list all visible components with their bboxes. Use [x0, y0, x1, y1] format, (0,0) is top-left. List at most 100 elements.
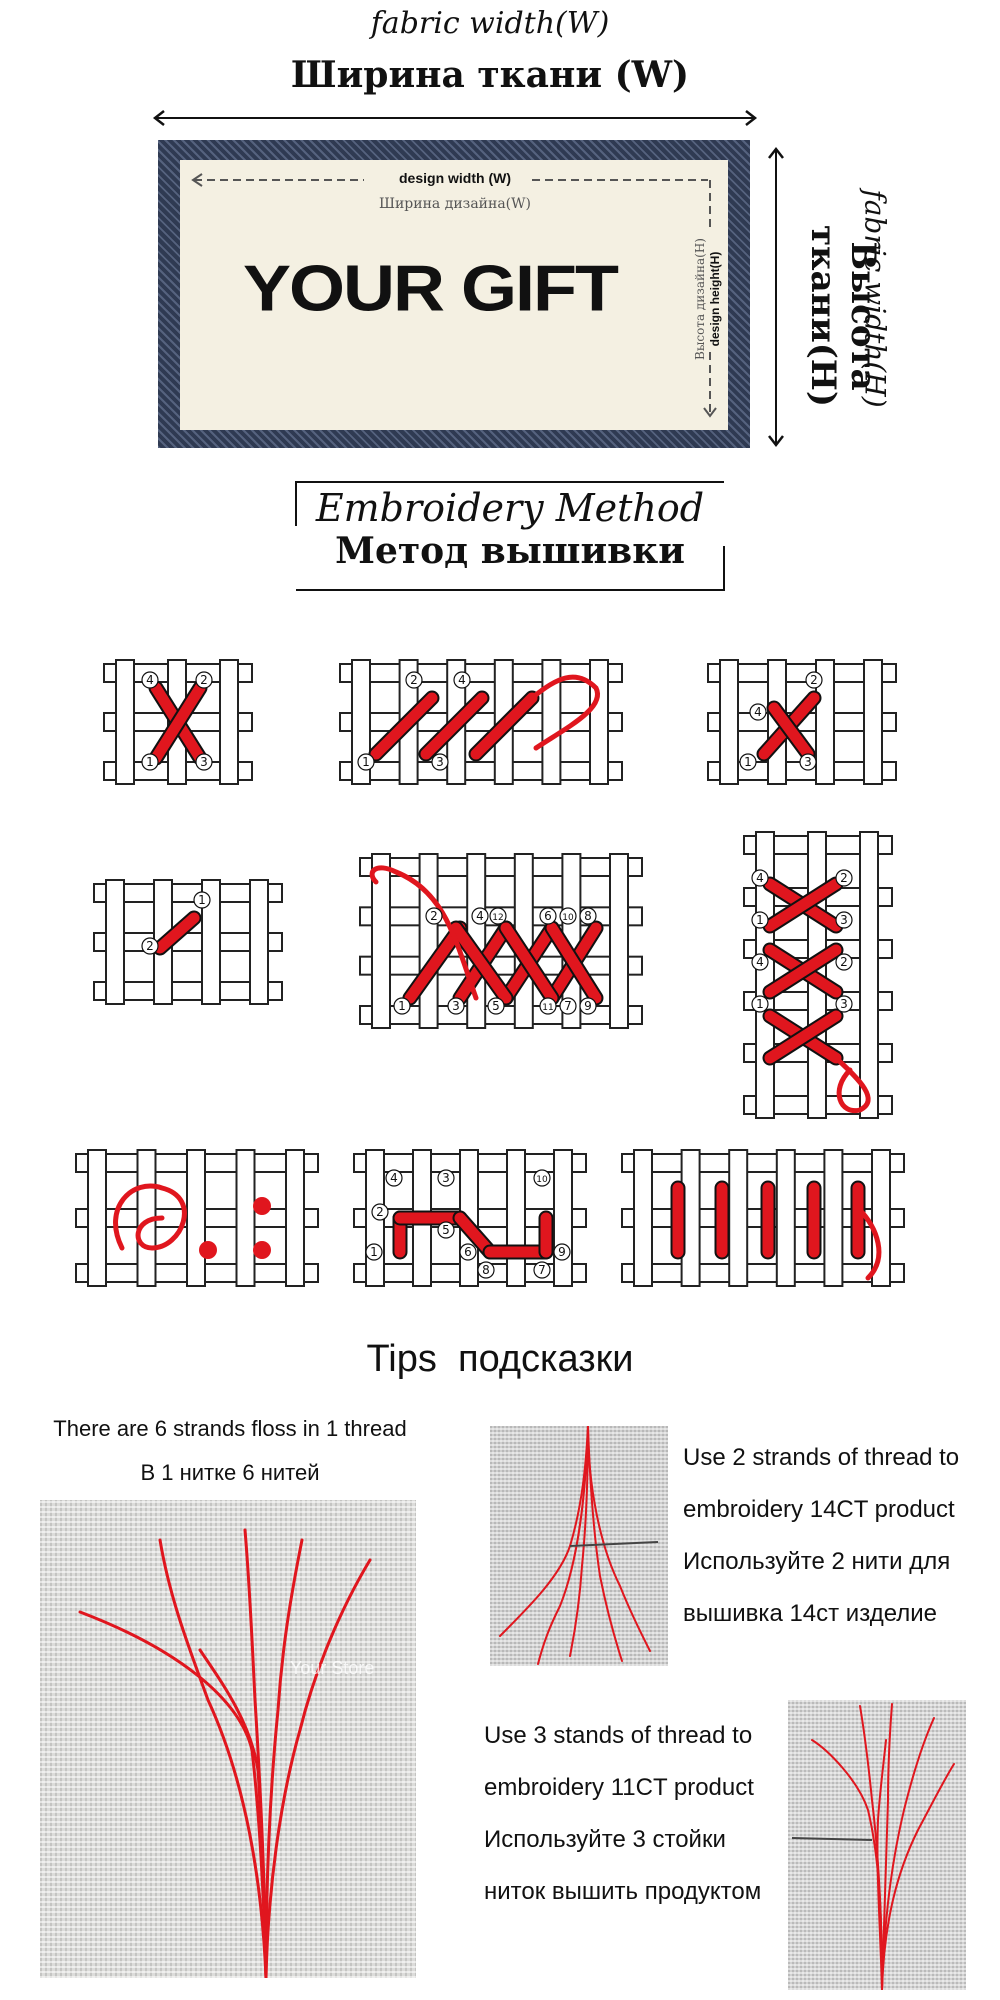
- stitch-diagram-7: [75, 1149, 319, 1287]
- step-number: 6: [464, 1245, 472, 1259]
- step-number-circle: [195, 753, 213, 771]
- step-number-circle: [141, 937, 159, 955]
- step-number-circle: [141, 753, 159, 771]
- fabric-width-ru: Ширина ткани (W): [290, 54, 690, 96]
- stitch: [150, 682, 206, 764]
- tip-2-line3: Используйте 2 нити для: [683, 1548, 951, 1575]
- step-number-circle: [579, 997, 597, 1015]
- step-number-circle: [539, 997, 557, 1015]
- step-number-circle: [553, 1243, 571, 1261]
- step-number: 8: [482, 1263, 490, 1277]
- step-number-circle: [405, 671, 423, 689]
- fabric-weft-bar: [621, 1153, 905, 1173]
- step-number-circle: [739, 753, 757, 771]
- step-number: 11: [542, 1003, 553, 1013]
- step-number: 2: [200, 673, 208, 687]
- fabric-warp-bar: [87, 1149, 107, 1287]
- stitch: [500, 922, 558, 1004]
- fabric-warp-bar: [249, 879, 269, 1005]
- thread-photo-2-strands: [490, 1426, 668, 1666]
- stitch: [420, 692, 488, 760]
- step-number-circle: [371, 1203, 389, 1221]
- stitch: [154, 912, 200, 954]
- fabric-warp-bar: [351, 659, 371, 785]
- step-number: 7: [564, 999, 572, 1013]
- step-number: 3: [436, 755, 444, 769]
- loose-thread: [369, 865, 479, 1001]
- step-number: 8: [584, 909, 592, 923]
- fabric-warp-bar: [219, 659, 239, 785]
- step-number-circle: [357, 753, 375, 771]
- fabric-warp-bar: [719, 659, 739, 785]
- fabric-width-en: fabric width(W): [370, 6, 610, 41]
- step-number: 2: [430, 909, 438, 923]
- step-number-circle: [559, 907, 577, 925]
- fabric-warp-bar: [201, 879, 221, 1005]
- method-title-frame: [295, 481, 725, 591]
- fabric-warp-bar: [371, 853, 391, 1029]
- tip-2-strands: Use 2 strands of thread to embroidery 14…: [683, 1432, 993, 1640]
- stitch: [454, 1212, 496, 1258]
- thread-photo-3-strands: [788, 1700, 966, 1990]
- step-number-circle: [835, 995, 853, 1013]
- stitch: [764, 944, 842, 998]
- step-number-circle: [751, 995, 769, 1013]
- step-number: 2: [146, 939, 154, 953]
- method-title-ru: Метод вышивки: [335, 530, 685, 572]
- step-number: 5: [492, 999, 500, 1013]
- step-number-circle: [447, 997, 465, 1015]
- tip-3-line1: Use 3 stands of thread to: [484, 1722, 753, 1749]
- step-number: 1: [370, 1245, 378, 1259]
- step-number: 10: [562, 913, 574, 923]
- tip-2-line4: вышивка 14ст изделие: [683, 1600, 938, 1627]
- tip-left-en: There are 6 strands floss in 1 thread: [53, 1416, 407, 1441]
- fabric-warp-bar: [775, 1149, 796, 1287]
- fabric-warp-bar: [553, 1149, 573, 1287]
- loose-thread: [113, 1183, 187, 1251]
- step-number-circle: [385, 1169, 403, 1187]
- step-number-circle: [489, 907, 507, 925]
- step-number-circle: [835, 953, 853, 971]
- fabric-warp-bar: [755, 831, 775, 1119]
- fabric-weft-bar: [359, 955, 643, 976]
- step-number-circle: [425, 907, 443, 925]
- step-number-circle: [751, 953, 769, 971]
- step-number: 1: [198, 893, 206, 907]
- step-number-circle: [533, 1261, 551, 1279]
- thread-strands-2: [499, 1426, 659, 1665]
- fabric-warp-bar: [815, 659, 835, 785]
- step-number-circle: [437, 1169, 455, 1187]
- step-number: 4: [390, 1171, 398, 1185]
- thread-strands-3: [791, 1703, 955, 1990]
- step-number-circle: [471, 907, 489, 925]
- fabric-weft-bar: [707, 663, 897, 683]
- stitch: [450, 922, 512, 1004]
- step-number-circle: [835, 869, 853, 887]
- step-number: 3: [200, 755, 208, 769]
- french-knot: [253, 1241, 271, 1259]
- design-height-ru: Высота дизайна(H): [693, 238, 707, 360]
- tip-3-strands: Use 3 stands of thread to embroidery 11C…: [484, 1710, 794, 1918]
- step-number-circle: [141, 671, 159, 689]
- design-height-en: design height(H): [708, 251, 722, 347]
- stitch-diagram-4: 12: [93, 879, 283, 1005]
- fabric-warp-bar: [235, 1149, 256, 1287]
- step-number-circle: [579, 907, 597, 925]
- fabric-warp-bar: [609, 853, 629, 1029]
- stitch: [370, 692, 438, 760]
- step-number-circle: [365, 1243, 383, 1261]
- french-knot: [253, 1197, 271, 1215]
- step-number-circle: [751, 911, 769, 929]
- step-number: 3: [442, 1171, 450, 1185]
- thread-strands-6: [78, 1528, 372, 1978]
- step-number: 5: [442, 1223, 450, 1237]
- fabric-warp-bar: [859, 831, 879, 1119]
- step-number-circle: [193, 891, 211, 909]
- fabric-warp-bar: [541, 659, 562, 785]
- step-number: 9: [584, 999, 592, 1013]
- fabric-warp-bar: [105, 879, 125, 1005]
